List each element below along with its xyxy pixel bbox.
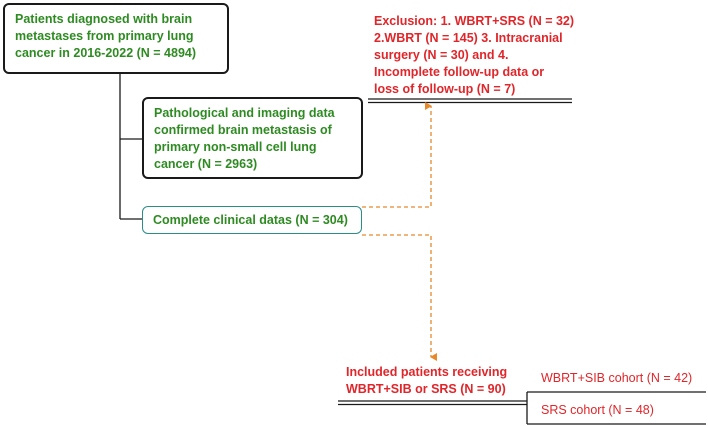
included-line-2: WBRT+SIB or SRS (N = 90): [346, 381, 506, 396]
diagnosed-box-text: Patients diagnosed with brain metastases…: [15, 12, 197, 60]
included-text: Included patients receiving WBRT+SIB or …: [346, 364, 526, 398]
pathological-box-text: Pathological and imaging data confirmed …: [154, 106, 335, 171]
diagnosed-box: Patients diagnosed with brain metastases…: [3, 3, 229, 74]
exclusion-line-3: surgery (N = 30) and 4.: [374, 47, 509, 62]
exclusion-line-1: Exclusion: 1. WBRT+SRS (N = 32): [374, 14, 575, 28]
wbrt-sib-cohort-label: WBRT+SIB cohort (N = 42): [541, 371, 693, 385]
pathological-box: Pathological and imaging data confirmed …: [142, 97, 363, 179]
exclusion-line-2: 2.WBRT (N = 145) 3. Intracranial: [374, 30, 563, 45]
included-line-1: Included patients receiving: [346, 365, 508, 379]
complete-data-box-text: Complete clinical datas (N = 304): [153, 213, 348, 227]
dashed-arrow-exclusion: [362, 102, 432, 208]
srs-cohort-label: SRS cohort (N = 48): [541, 403, 654, 417]
exclusion-line-5: loss of follow-up (N = 7): [374, 81, 516, 96]
complete-data-box: Complete clinical datas (N = 304): [142, 206, 362, 234]
dashed-arrow-included: [362, 234, 437, 361]
exclusion-text: Exclusion: 1. WBRT+SRS (N = 32) 2.WBRT (…: [374, 13, 604, 97]
exclusion-line-4: Incomplete follow-up data or: [374, 64, 545, 79]
